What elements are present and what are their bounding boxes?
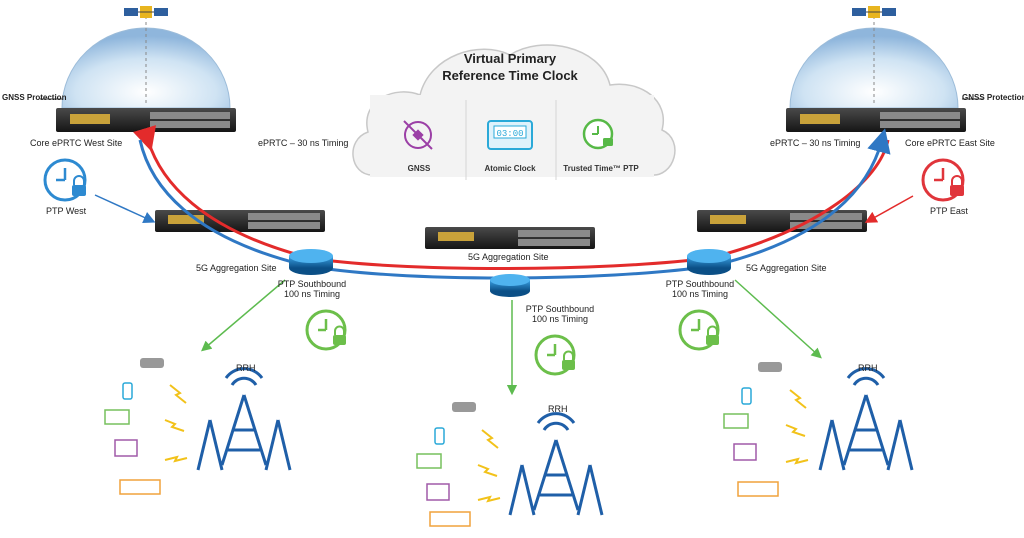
cloud-title-line1: Virtual Primary	[463, 51, 557, 66]
satellite-icon	[124, 6, 168, 18]
cloud-title-line2: Reference Time Clock	[442, 68, 578, 83]
cloud-title: Virtual Primary Reference Time Clock	[400, 50, 620, 84]
ptp-node-center	[490, 274, 530, 297]
agg-east-label: 5G Aggregation Site	[746, 263, 827, 273]
ptp-east-icon	[921, 158, 965, 202]
cloud-piece-trusted-time: Trusted Time™ PTP	[563, 164, 639, 173]
rrh-west-label: RRH	[236, 363, 256, 373]
core-west-label: Core ePRTC West Site	[30, 138, 123, 148]
cell-tower-right	[818, 367, 914, 471]
cell-tower-left	[196, 367, 292, 471]
gnss-protection-east-label: GNSS Protection	[962, 93, 1024, 102]
clock-lock-icon	[678, 309, 720, 351]
rrh-center-label: RRH	[548, 404, 568, 414]
gnss-dome-east	[789, 16, 959, 109]
agg-east-rack	[697, 210, 867, 232]
ptp-south-west-label: PTP Southbound 100 ns Timing	[272, 279, 352, 299]
core-west-rack	[56, 108, 236, 132]
ptp-south-east-line1: PTP Southbound	[665, 279, 735, 289]
device-cluster-right	[723, 362, 809, 497]
rrh-east-label: RRH	[858, 363, 878, 373]
clock-lock-icon	[305, 309, 347, 351]
ptp-south-center-label: PTP Southbound 100 ns Timing	[520, 304, 600, 324]
eprtc-timing-west-label: ePRTC – 30 ns Timing	[258, 138, 349, 148]
atomic-clock-display: 03:00	[496, 129, 523, 139]
core-east-rack	[786, 108, 966, 132]
core-east-label: Core ePRTC East Site	[905, 138, 995, 148]
ptp-south-west-line1: PTP Southbound	[277, 279, 347, 289]
agg-west-rack	[155, 210, 325, 232]
ptp-west-label: PTP West	[46, 206, 87, 216]
ptp-east-label: PTP East	[930, 206, 968, 216]
cell-tower-center	[508, 412, 604, 516]
agg-center-label: 5G Aggregation Site	[468, 252, 549, 262]
trusted-time-icon	[582, 118, 614, 150]
ptp-south-west-line2: 100 ns Timing	[283, 289, 341, 299]
cloud-piece-gnss: GNSS	[407, 164, 431, 173]
gnss-protection-west-label: GNSS Protection	[2, 93, 67, 102]
ptp-south-center-line1: PTP Southbound	[525, 304, 595, 314]
device-cluster-center	[416, 402, 501, 527]
ptp-south-east-line2: 100 ns Timing	[671, 289, 729, 299]
agg-center-rack	[425, 227, 595, 249]
agg-west-label: 5G Aggregation Site	[196, 263, 277, 273]
gnss-dome-west	[61, 16, 231, 109]
ptp-west-icon	[43, 158, 87, 202]
atomic-clock-icon: 03:00	[487, 120, 533, 150]
clock-lock-icon	[534, 334, 576, 376]
ptp-south-center-line2: 100 ns Timing	[531, 314, 589, 324]
satellite-icon	[852, 6, 896, 18]
ptp-south-east-label: PTP Southbound 100 ns Timing	[660, 279, 740, 299]
device-cluster-left	[104, 358, 188, 495]
cloud-piece-atomic-clock: Atomic Clock	[484, 164, 536, 173]
ptp-node-west	[289, 249, 333, 275]
ptp-node-east	[687, 249, 731, 275]
eprtc-timing-east-label: ePRTC – 30 ns Timing	[770, 138, 861, 148]
